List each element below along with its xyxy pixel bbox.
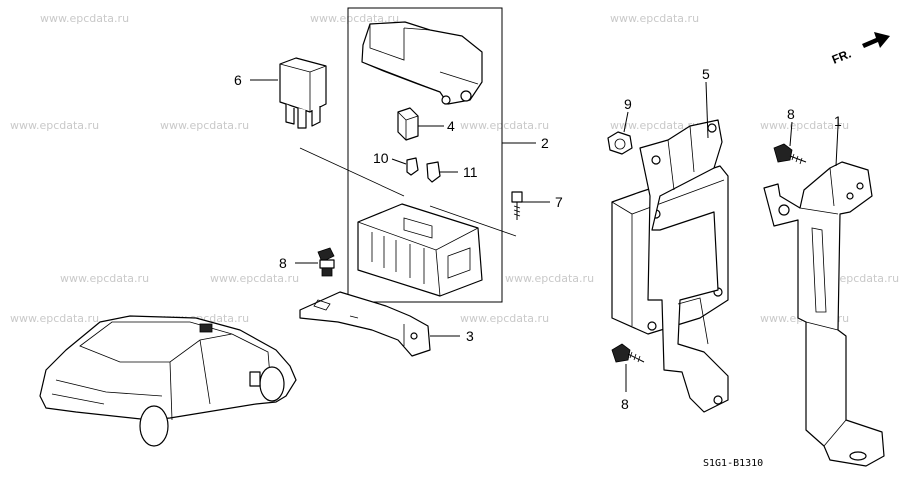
control-unit-bracket: 5	[639, 66, 729, 413]
watermark: www.epcdata.ru	[760, 119, 849, 132]
callout-8-bottom: 8	[621, 396, 629, 412]
callout-4: 4	[447, 118, 455, 134]
callout-7: 7	[555, 194, 563, 210]
bolt-part-8-right: 8	[773, 106, 807, 165]
callout-5: 5	[702, 66, 710, 82]
callout-8-left: 8	[279, 255, 287, 271]
watermark: www.epcdata.ru	[160, 119, 249, 132]
assembly-frame	[347, 7, 503, 303]
fuse-box-body	[357, 203, 483, 297]
callout-9: 9	[624, 96, 632, 112]
relay-part-6: 6	[234, 57, 327, 129]
bracket-part-3: 3	[299, 291, 474, 357]
direction-label: FR.	[830, 47, 853, 67]
callout-10: 10	[373, 150, 389, 166]
front-direction-indicator: FR.	[830, 32, 890, 67]
callout-11: 11	[463, 164, 478, 180]
fuse-part-4: 4	[397, 107, 455, 141]
callout-2: 2	[541, 135, 549, 151]
watermark: www.epcdata.ru	[610, 119, 699, 132]
watermark: www.epcdata.ru	[10, 312, 99, 325]
watermark: www.epcdata.ru	[60, 272, 149, 285]
watermark: www.epcdata.ru	[610, 12, 699, 25]
nut-part-9: 9	[607, 96, 633, 155]
fuse-box-cover	[361, 21, 483, 105]
watermark: www.epcdata.ru	[460, 119, 549, 132]
callout-6: 6	[234, 72, 242, 88]
diagram-code: S1G1-B1310	[703, 458, 763, 469]
bracket-part-1: 1	[763, 113, 885, 467]
watermark: www.epcdata.ru	[40, 12, 129, 25]
watermark: www.epcdata.ru	[310, 12, 399, 25]
sedan-car-illustration	[39, 315, 297, 447]
bolt-part-8-bottom: 8	[611, 343, 645, 412]
callout-3: 3	[466, 328, 474, 344]
watermark: www.epcdata.ru	[505, 272, 594, 285]
bolt-part-7: 7	[511, 191, 563, 220]
callout-1: 1	[834, 113, 842, 129]
assembly-guideline	[299, 147, 405, 197]
fuses-10-11: 10 11	[373, 150, 478, 183]
watermark: www.epcdata.ru	[10, 119, 99, 132]
watermark: www.epcdata.ru	[460, 312, 549, 325]
bolt-part-8-left: 8	[279, 247, 335, 277]
callout-8-right: 8	[787, 106, 795, 122]
assembly-guideline	[429, 205, 517, 237]
watermark: www.epcdata.ru	[210, 272, 299, 285]
arrow-right-icon	[862, 32, 890, 48]
